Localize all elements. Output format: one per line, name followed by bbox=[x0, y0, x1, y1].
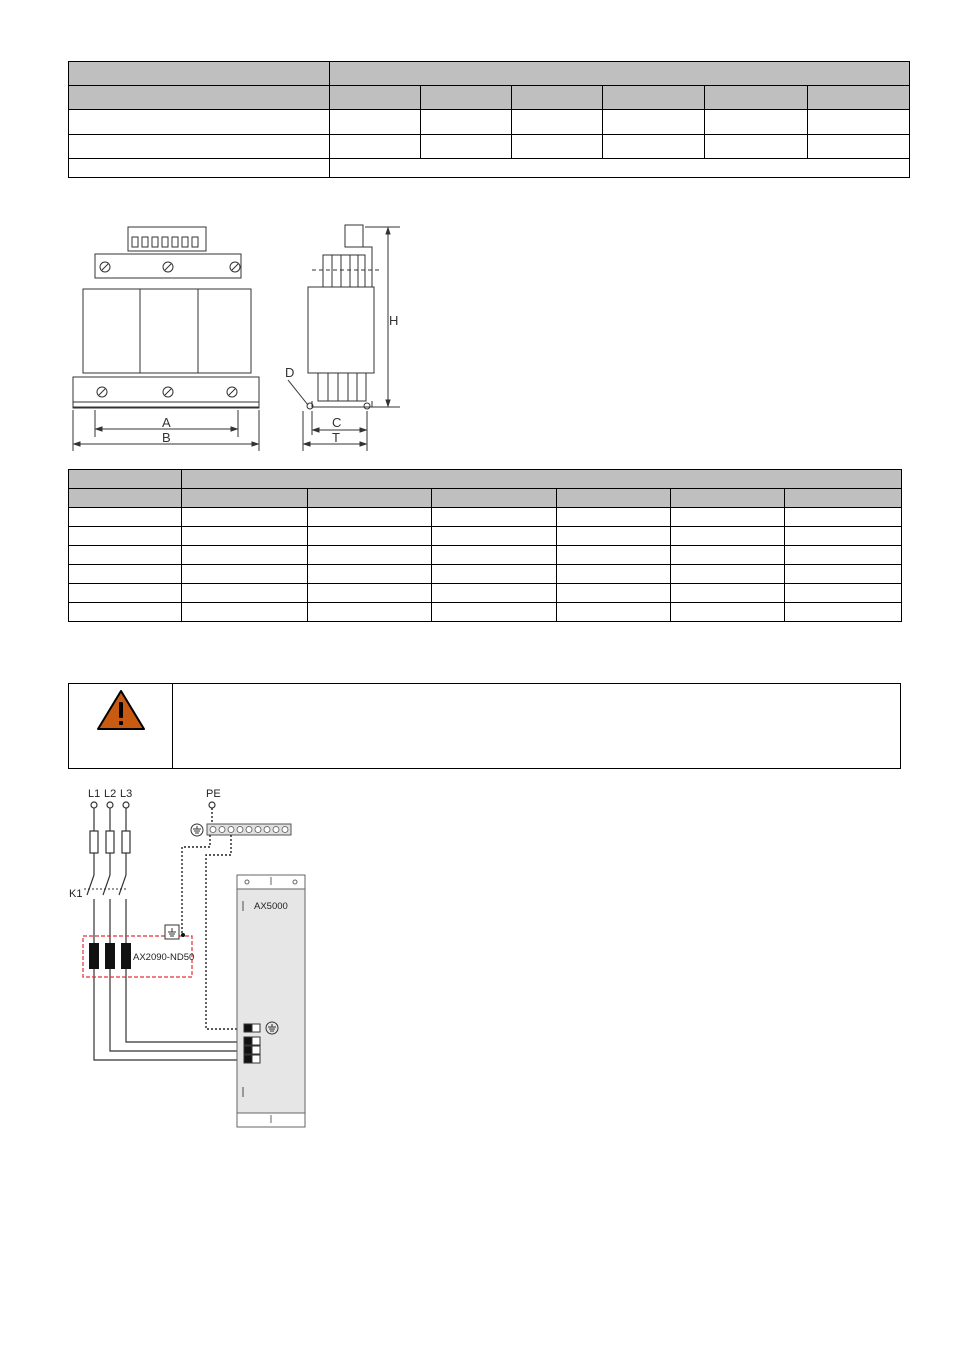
dim-label-b: B bbox=[162, 430, 171, 445]
dim-label-d: D bbox=[285, 365, 294, 380]
table-row bbox=[68, 158, 911, 178]
table-row bbox=[68, 602, 903, 622]
label-k1: K1 bbox=[69, 888, 82, 900]
table-row bbox=[68, 488, 903, 508]
choke-dimension-drawing: A B C T D H bbox=[72, 224, 400, 451]
table-row bbox=[68, 469, 903, 489]
dim-label-a: A bbox=[162, 415, 171, 430]
label-l1: L1 bbox=[88, 788, 100, 800]
table-row bbox=[68, 85, 911, 110]
table-row bbox=[68, 564, 903, 584]
warning-triangle-icon bbox=[97, 690, 145, 730]
label-pe: PE bbox=[206, 788, 221, 800]
table-row bbox=[68, 109, 911, 135]
dimension-table bbox=[68, 469, 903, 622]
table-row bbox=[68, 526, 903, 546]
label-l2: L2 bbox=[104, 788, 116, 800]
label-choke: AX2090-ND50 bbox=[133, 952, 194, 963]
warning-box bbox=[68, 683, 901, 769]
warning-divider bbox=[172, 684, 173, 768]
label-l3: L3 bbox=[120, 788, 132, 800]
spec-table-top bbox=[68, 61, 911, 178]
dim-label-t: T bbox=[332, 430, 340, 445]
table-row bbox=[68, 61, 911, 86]
table-row bbox=[68, 134, 911, 159]
wiring-diagram: L1 L2 L3 PE K1 AX2090-ND50 AX5000 bbox=[69, 788, 306, 1128]
table-row bbox=[68, 545, 903, 565]
dim-label-c: C bbox=[332, 415, 341, 430]
table-row bbox=[68, 507, 903, 527]
label-drive: AX5000 bbox=[254, 901, 288, 912]
dim-label-h: H bbox=[389, 313, 398, 328]
table-row bbox=[68, 583, 903, 603]
